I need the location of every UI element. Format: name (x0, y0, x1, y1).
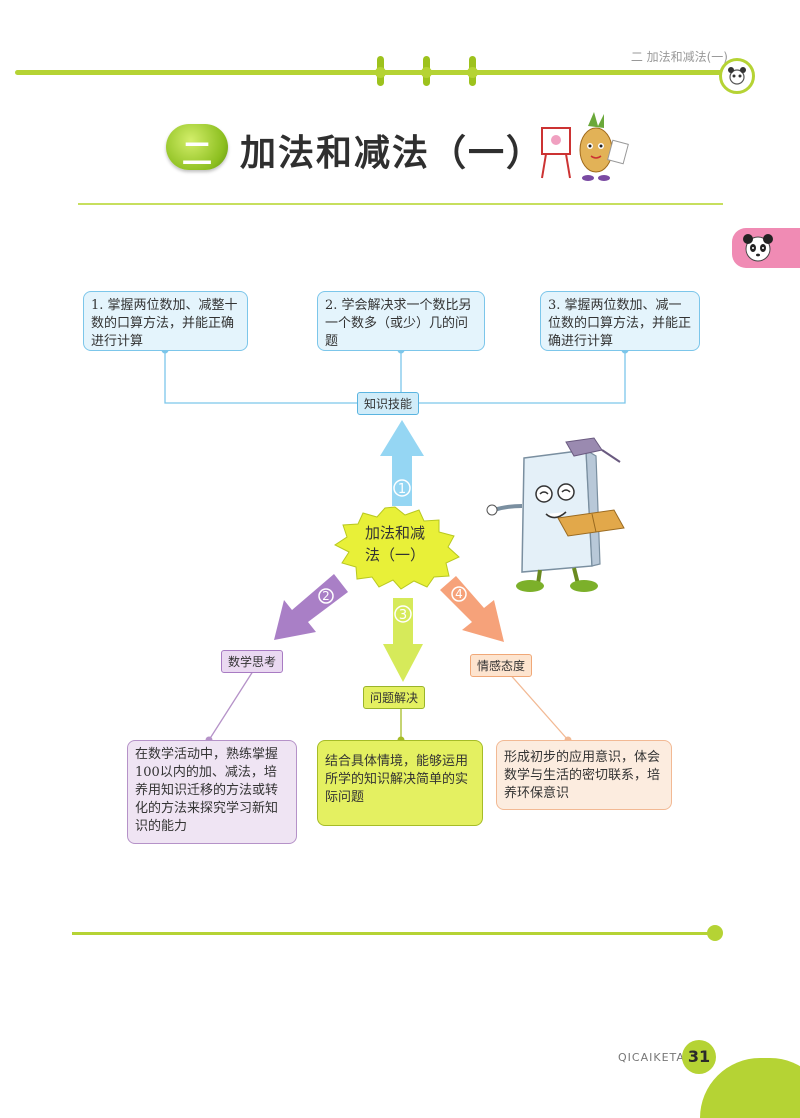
chapter-number: 二 (182, 137, 212, 172)
mascot-emblem-icon (719, 58, 755, 94)
arrow-4-icon: 4 (440, 576, 504, 642)
arrow-1-icon: 1 (380, 420, 424, 506)
footer-rule (72, 932, 717, 935)
binder-ring-icon (421, 56, 432, 86)
page-number: 31 (682, 1040, 716, 1074)
arrow-2-number: 2 (322, 589, 330, 603)
center-topic-line2: 法（一） (364, 546, 425, 564)
title-divider (78, 203, 723, 205)
math-thinking-label: 数学思考 (221, 650, 284, 673)
problem-solving-box: 结合具体情境，能够运用所学的知识解决简单的实际问题 (317, 740, 483, 826)
binder-ring-icon (467, 56, 478, 86)
knowledge-item-3: 3. 掌握两位数加、减一位数的口算方法，并能正确进行计算 (540, 291, 700, 351)
footer-rule-dot (707, 925, 723, 941)
pineapple-painter-illustration (541, 112, 629, 181)
footer-brand: QICAIKETANG (618, 1051, 704, 1064)
attitude-label: 情感态度 (470, 654, 533, 677)
arrow-1-number: 1 (398, 482, 406, 497)
arrow-2-icon: 2 (274, 574, 348, 640)
mindmap-center-topic: 加法和减 法（一） (350, 522, 440, 566)
arrow-3-icon: 3 (383, 598, 423, 682)
knowledge-label: 知识技能 (357, 392, 420, 415)
book-mascot-illustration (486, 437, 625, 592)
chapter-number-badge: 二 (166, 124, 228, 172)
binder-ring-icon (375, 56, 386, 86)
center-starburst (334, 506, 460, 590)
knowledge-item-2: 2. 学会解决求一个数比另一个数多（或少）几的问题 (317, 291, 485, 351)
chapter-title: 加法和减法（一） (240, 133, 545, 174)
attitude-box: 形成初步的应用意识，体会数学与生活的密切联系，培养环保意识 (496, 740, 672, 810)
arrow-3-number: 3 (399, 608, 407, 623)
panda-icon (743, 234, 773, 262)
problem-solving-label: 问题解决 (363, 686, 426, 709)
arrow-4-number: 4 (455, 587, 463, 601)
center-topic-line1: 加法和减 (364, 524, 425, 542)
chapter-tab[interactable] (732, 228, 800, 268)
knowledge-item-1: 1. 掌握两位数加、减整十数的口算方法，并能正确进行计算 (83, 291, 248, 351)
math-thinking-box: 在数学活动中，熟练掌握100以内的加、减法，培养用知识迁移的方法或转化的方法来探… (127, 740, 297, 844)
running-header: 二 加法和减法(一) (630, 50, 728, 64)
